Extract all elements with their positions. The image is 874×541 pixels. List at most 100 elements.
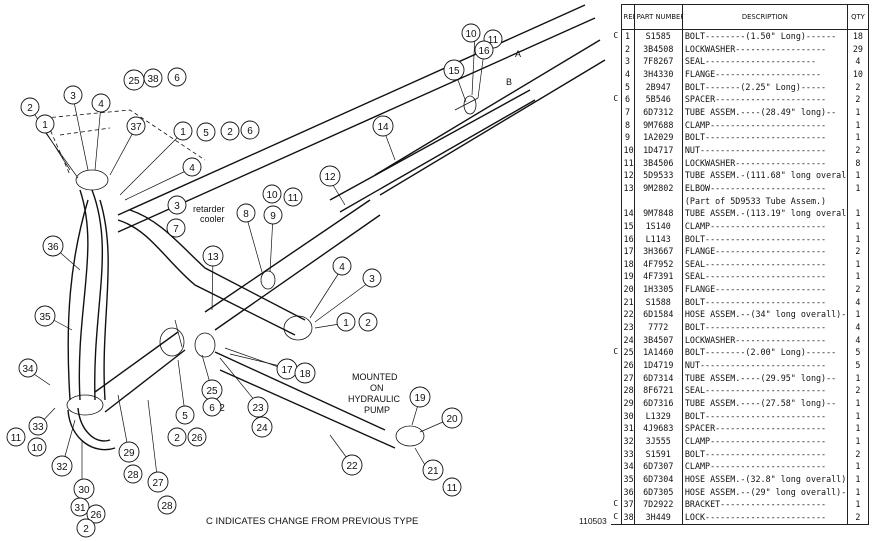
callout-18: 18 xyxy=(294,362,316,384)
callout-2f: 2 xyxy=(219,403,225,414)
row-ref-no xyxy=(620,194,635,208)
label-line-b: B xyxy=(506,77,512,87)
row-flag xyxy=(611,233,621,246)
svg-text:3: 3 xyxy=(70,91,76,102)
row-part-number: 4F7952 xyxy=(633,257,683,271)
row-description: LOCKWASHER------------------ xyxy=(681,42,848,56)
row-part-number xyxy=(633,194,683,208)
illustration-number: 110503 xyxy=(579,516,607,526)
callout-21: 21 xyxy=(422,459,444,481)
row-ref-no: 13 xyxy=(620,181,635,195)
row-flag: C xyxy=(613,30,619,40)
row-flag xyxy=(611,220,621,233)
row-flag xyxy=(611,169,621,182)
callout-11c: 11 xyxy=(6,427,26,447)
callout-2c: 2 xyxy=(358,312,378,332)
callout-15: 15 xyxy=(443,59,465,81)
header-qty: QTY xyxy=(846,4,870,30)
svg-text:29: 29 xyxy=(123,448,135,459)
row-description: BOLT--------(1.50" Long)------ xyxy=(681,29,848,43)
row-qty: 1 xyxy=(846,485,870,499)
row-ref-no: 11 xyxy=(620,156,635,170)
row-ref-no: 6 xyxy=(620,93,635,106)
svg-text:7: 7 xyxy=(173,224,179,235)
row-part-number: L1329 xyxy=(633,409,683,423)
row-qty: 1 xyxy=(846,207,870,220)
svg-text:1: 1 xyxy=(180,127,186,138)
row-ref-no: 28 xyxy=(620,384,635,398)
svg-text:2: 2 xyxy=(219,403,225,414)
row-flag xyxy=(611,321,621,334)
row-part-number: 6D7314 xyxy=(633,371,683,385)
label-mounted: MOUNTED xyxy=(352,372,398,382)
row-ref-no: 10 xyxy=(620,143,635,157)
callout-14: 14 xyxy=(372,115,394,137)
callout-12: 12 xyxy=(319,165,341,187)
row-flag xyxy=(611,245,621,258)
row-flag xyxy=(611,486,621,499)
row-ref-no: 21 xyxy=(620,295,635,309)
row-part-number: 3J555 xyxy=(633,435,683,448)
row-description: (Part of 5D9533 Tube Assem.) xyxy=(681,194,848,208)
callout-4b: 4 xyxy=(182,157,202,177)
svg-text:30: 30 xyxy=(78,485,90,496)
callout-25b: 25 xyxy=(201,379,223,401)
svg-text:2: 2 xyxy=(27,103,33,114)
svg-text:22: 22 xyxy=(346,461,358,472)
row-flag xyxy=(611,460,621,473)
callout-16: 16 xyxy=(474,40,494,60)
row-qty: 1 xyxy=(846,219,870,233)
callout-31: 31 xyxy=(70,497,90,517)
row-description: TUBE ASSEM.-(113.19" long overall) xyxy=(681,207,848,220)
svg-text:21: 21 xyxy=(427,466,439,477)
row-description: ELBOW----------------------- xyxy=(681,181,848,195)
row-ref-no: 29 xyxy=(620,397,635,410)
callout-13: 13 xyxy=(202,245,224,267)
callout-26b: 26 xyxy=(187,427,207,447)
row-flag xyxy=(611,359,621,372)
row-description: CLAMP----------------------- xyxy=(681,435,848,448)
svg-text:4: 4 xyxy=(98,99,104,110)
callout-3a: 3 xyxy=(63,85,83,105)
row-flag xyxy=(611,308,621,321)
row-part-number: 6D7316 xyxy=(633,397,683,410)
row-qty: 10 xyxy=(846,67,870,81)
row-description: TUBE ASSEM.----(29.95" long)-- xyxy=(681,371,848,385)
row-part-number: 9M2802 xyxy=(633,181,683,195)
row-ref-no: 27 xyxy=(620,371,635,385)
row-ref-no: 35 xyxy=(620,472,635,486)
callout-37: 37 xyxy=(126,116,146,136)
header-description: DESCRIPTION xyxy=(681,4,848,30)
callout-34: 34 xyxy=(18,358,38,378)
label-hydraulic: HYDRAULIC xyxy=(348,394,401,404)
row-part-number: 7F8267 xyxy=(633,55,683,68)
row-ref-no: 26 xyxy=(620,359,635,372)
svg-text:14: 14 xyxy=(377,122,389,133)
svg-text:24: 24 xyxy=(256,423,268,434)
row-flag: C xyxy=(613,347,619,357)
row-qty: 4 xyxy=(846,333,870,347)
svg-text:11: 11 xyxy=(11,433,22,444)
svg-text:37: 37 xyxy=(130,122,142,133)
callout-28b: 28 xyxy=(157,495,177,515)
callout-6a: 6 xyxy=(167,67,187,87)
callout-7: 7 xyxy=(166,218,186,238)
callout-2e: 2 xyxy=(167,427,187,447)
svg-text:25: 25 xyxy=(206,386,218,397)
svg-text:4: 4 xyxy=(189,163,195,174)
svg-text:36: 36 xyxy=(47,242,59,253)
row-ref-no: 30 xyxy=(620,409,635,423)
row-part-number: 7772 xyxy=(633,321,683,334)
callout-2b: 2 xyxy=(220,121,240,141)
row-qty: 2 xyxy=(846,143,870,157)
svg-text:23: 23 xyxy=(252,403,264,414)
row-flag xyxy=(611,182,621,195)
row-flag: C xyxy=(613,499,619,509)
parts-list: REF. NO. PART NUMBER DESCRIPTION QTY C1S… xyxy=(611,4,870,525)
upper-tube-assemblies xyxy=(117,4,606,233)
